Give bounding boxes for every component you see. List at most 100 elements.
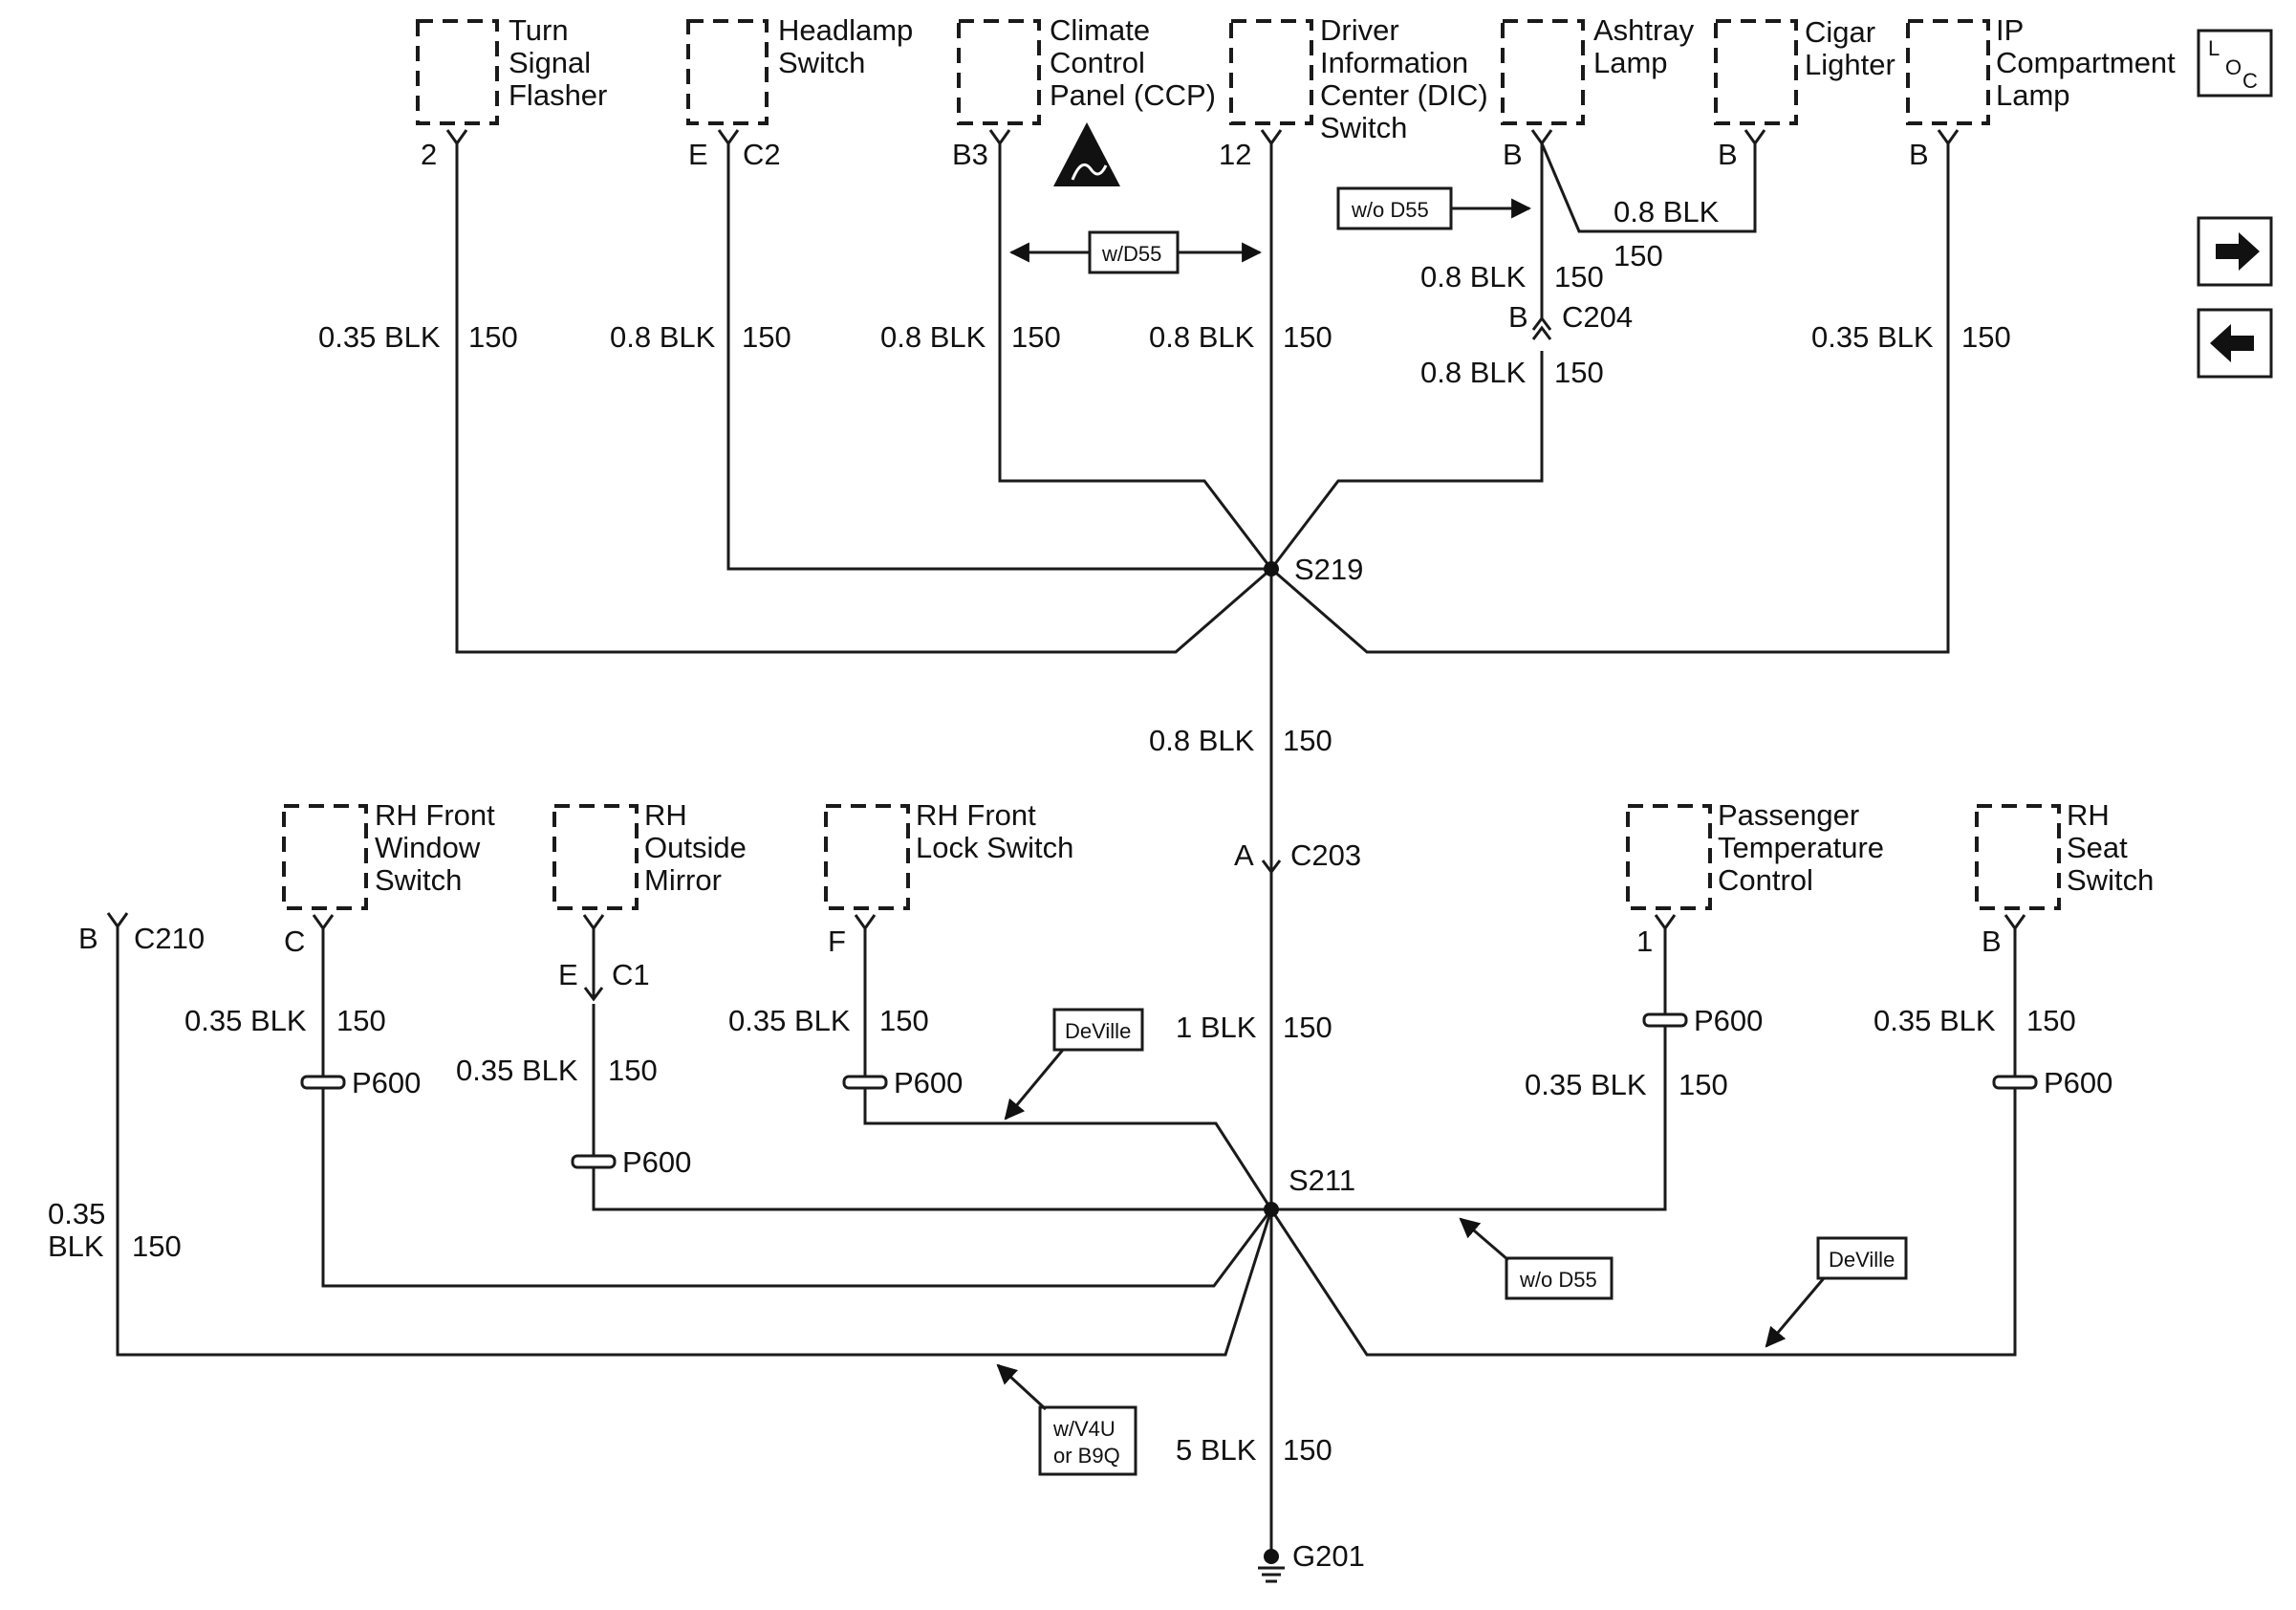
svg-text:RH Front: RH Front [375,798,495,832]
connector-label: C1 [612,958,650,991]
svg-text:w/o D55: w/o D55 [1351,198,1429,222]
inline-label: P600 [2044,1066,2112,1099]
option-deville-left: DeVille [1004,1008,1144,1120]
wire-gauge: 0.35 [48,1197,105,1230]
wire-circuit: 150 [1554,356,1604,389]
wire-circuit: 150 [1283,1011,1332,1044]
headlamp-switch: Headlamp Switch [686,13,913,125]
pin-label: B [78,922,98,955]
wire-circuit: 150 [742,320,791,354]
splice-s219: S219 [1264,553,1363,586]
svg-text:A: A [1234,838,1254,872]
wire-gauge: 5 BLK [1176,1433,1257,1467]
svg-text:Outside: Outside [644,831,747,864]
svg-text:RH: RH [2067,798,2110,832]
previous-page-arrow-button[interactable] [2197,308,2273,379]
pin-label: E [558,958,578,991]
svg-text:w/D55: w/D55 [1101,242,1161,266]
svg-text:or B9Q: or B9Q [1053,1444,1120,1468]
pin-label: B3 [952,138,988,171]
svg-text:Control: Control [1718,863,1813,897]
svg-text:w/o D55: w/o D55 [1519,1268,1597,1292]
svg-text:Switch: Switch [778,46,865,79]
svg-text:Cigar: Cigar [1805,15,1875,49]
wire-circuit: 150 [1614,239,1663,272]
right-arrow-icon [2216,232,2260,271]
svg-text:Flasher: Flasher [509,78,607,112]
svg-text:Lamp: Lamp [1996,78,2070,112]
driver-information-center-switch: Driver Information Center (DIC) Switch [1229,13,1488,144]
svg-text:Headlamp: Headlamp [778,13,913,47]
pin-label: 1 [1636,925,1653,958]
rh-front-lock-switch: RH Front Lock Switch [824,798,1073,910]
rh-front-window-switch: RH Front Window Switch [282,798,495,910]
wire-circuit: 150 [1679,1068,1728,1101]
wire-gauge: 0.35 BLK [184,1004,307,1037]
svg-text:Window: Window [375,831,481,864]
pin-label: 12 [1219,138,1251,171]
wire-gauge: 0.35 BLK [318,320,441,354]
svg-text:IP: IP [1996,13,2024,47]
next-page-arrow-button[interactable] [2197,216,2273,287]
svg-text:Center (DIC): Center (DIC) [1320,78,1488,112]
wire-gauge: 0.8 BLK [1420,356,1527,389]
svg-text:Passenger: Passenger [1718,798,1859,832]
svg-text:Switch: Switch [375,863,462,897]
wire-circuit: 150 [336,1004,386,1037]
svg-text:RH: RH [644,798,687,832]
wire-circuit: 150 [879,1004,929,1037]
wire-circuit: 150 [1011,320,1061,354]
pin-label: C [284,925,305,958]
svg-text:S211: S211 [1289,1164,1355,1197]
wire-circuit: 150 [468,320,518,354]
svg-text:Turn: Turn [509,13,569,47]
svg-text:G201: G201 [1292,1539,1365,1573]
svg-text:Driver: Driver [1320,13,1399,47]
inline-label: P600 [894,1066,963,1099]
connector-label: C204 [1562,300,1633,334]
pin-label: E [688,138,708,171]
connector-c203: A C203 [1234,838,1361,875]
wire-circuit: 150 [1961,320,2011,354]
upper-wiring [455,142,1950,1554]
wire-gauge: 0.8 BLK [1614,195,1720,228]
climate-control-panel: Climate Control Panel (CCP) [957,13,1216,186]
wire-gauge: 0.8 BLK [1420,260,1527,294]
svg-text:Ashtray: Ashtray [1593,13,1695,47]
connector-pin: B [1508,300,1528,334]
svg-text:Mirror: Mirror [644,863,722,897]
location-button[interactable]: L O C [2197,29,2273,98]
wire-circuit: 150 [1554,260,1604,294]
svg-text:L: L [2208,36,2220,60]
svg-text:C203: C203 [1290,838,1361,872]
inline-connectors-p600 [300,1012,2038,1169]
svg-text:Climate: Climate [1050,13,1150,47]
svg-text:O: O [2225,55,2242,79]
wire-gauge: BLK [48,1229,104,1263]
pin-label: B [1503,138,1523,171]
svg-text:Signal: Signal [509,46,591,79]
svg-text:Switch: Switch [1320,111,1407,144]
option-deville-right: DeVille [1765,1236,1908,1348]
wire-gauge: 1 BLK [1176,1011,1257,1044]
connector-label: C2 [743,138,781,171]
splice-s211: S211 [1264,1164,1355,1217]
wire-gauge: 0.8 BLK [610,320,716,354]
inline-label: P600 [1694,1004,1763,1037]
pin-label: B [1909,138,1929,171]
pin-label: B [1982,925,2002,958]
terminal-forks-bottom [106,912,2026,1002]
wire-circuit: 150 [132,1229,182,1263]
svg-text:w/V4U: w/V4U [1052,1417,1116,1441]
svg-text:DeVille: DeVille [1829,1248,1895,1272]
esd-warning-icon [1053,122,1120,186]
connector-label: C210 [134,922,205,955]
lower-wiring [116,926,2017,1357]
wire-circuit: 150 [2026,1004,2076,1037]
svg-text:S219: S219 [1294,553,1363,586]
passenger-temperature-control: Passenger Temperature Control [1626,798,1884,910]
svg-text:DeVille: DeVille [1065,1019,1131,1043]
ground-g201: G201 [1258,1539,1365,1583]
ground-icon [1258,1566,1285,1583]
